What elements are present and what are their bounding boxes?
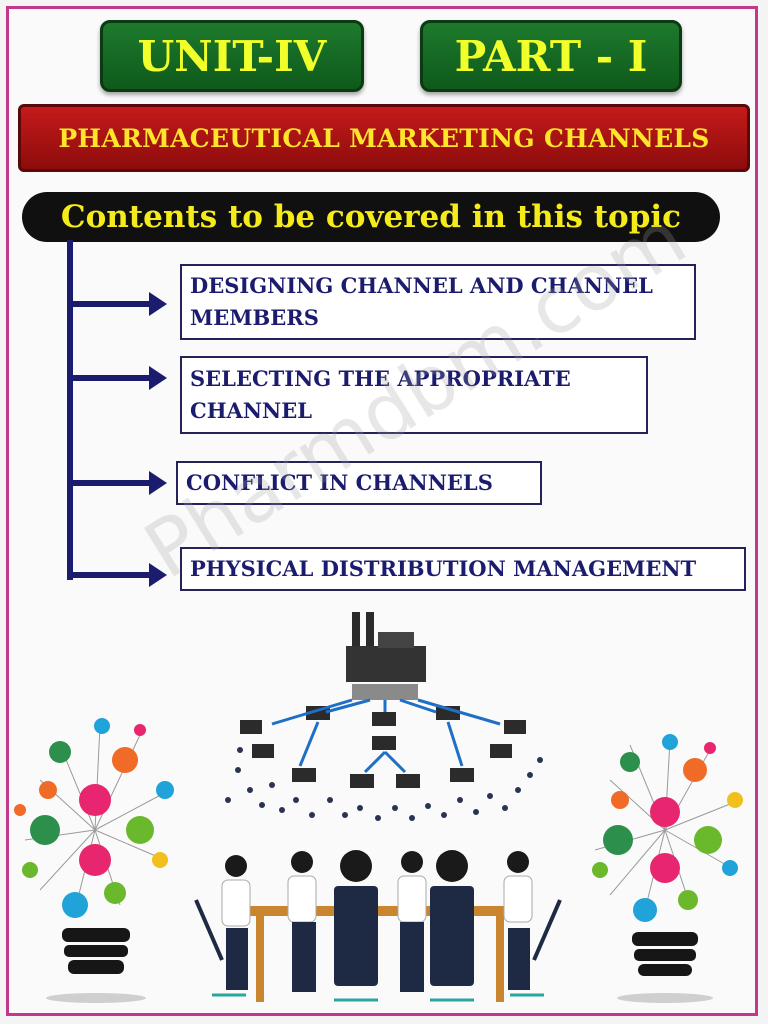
- factory-distribution-icon: [225, 612, 543, 821]
- lightbulb-network-icon: [14, 718, 174, 1003]
- page-title: PHARMACEUTICAL MARKETING CHANNELS: [18, 104, 750, 172]
- topic-item: PHYSICAL DISTRIBUTION MANAGEMENT: [180, 547, 746, 591]
- arrow-icon: [73, 471, 167, 495]
- topic-label: CONFLICT IN CHANNELS: [186, 470, 493, 495]
- topic-label: PHYSICAL DISTRIBUTION MANAGEMENT: [190, 556, 697, 581]
- arrow-icon: [73, 563, 167, 587]
- topic-item: SELECTING THE APPROPRIATE CHANNEL: [180, 356, 648, 434]
- unit-label: UNIT-IV: [100, 20, 364, 92]
- arrow-icon: [73, 366, 167, 390]
- topic-label: DESIGNING CHANNEL AND CHANNEL MEMBERS: [190, 273, 653, 330]
- arrow-icon: [73, 292, 167, 316]
- topic-item: CONFLICT IN CHANNELS: [176, 461, 542, 505]
- topic-label: SELECTING THE APPROPRIATE CHANNEL: [190, 366, 571, 423]
- tree-connector: [67, 240, 73, 580]
- page-frame: [6, 6, 758, 1016]
- lightbulb-network-icon: [592, 734, 743, 1003]
- topic-item: DESIGNING CHANNEL AND CHANNEL MEMBERS: [180, 264, 696, 340]
- team-meeting-icon: [194, 850, 562, 1002]
- part-label: PART - I: [420, 20, 682, 92]
- contents-heading: Contents to be covered in this topic: [22, 192, 720, 242]
